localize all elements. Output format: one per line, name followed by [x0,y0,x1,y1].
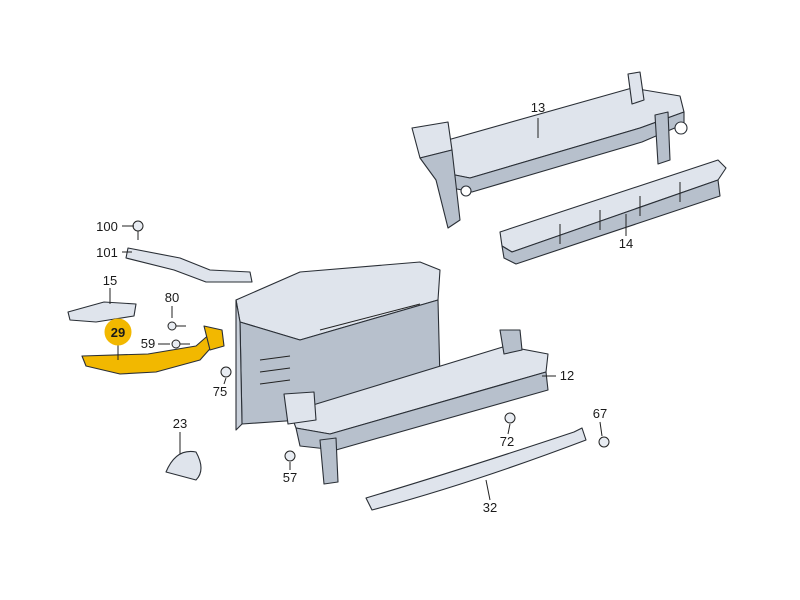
callout-15: 15 [103,273,117,288]
part-12-lower-beam [283,329,549,485]
part-32-trim-strip [365,427,587,511]
callout-14: 14 [619,236,633,251]
callout-29: 29 [111,325,125,340]
part-29-highlighted-bracket [81,325,225,375]
callout-101: 101 [96,245,118,260]
callout-32: 32 [483,500,497,515]
callout-57: 57 [283,470,297,485]
callout-67: 67 [593,406,607,421]
callout-75: 75 [213,384,227,399]
part-80-screw [167,321,186,331]
callout-23: 23 [173,416,187,431]
part-75-screw [220,366,232,378]
part-15-bracket-plate [67,301,137,323]
part-14-impact-absorber [499,159,727,265]
part-100-bolt [132,220,144,240]
callout-72: 72 [500,434,514,449]
part-59-screw [171,339,190,349]
part-23-cap [165,450,202,481]
callout-100: 100 [96,219,118,234]
callout-12: 12 [560,368,574,383]
leader-lines [109,118,627,501]
callout-80: 80 [165,290,179,305]
part-29-highlight-marker [104,318,132,346]
callout-13: 13 [531,100,545,115]
part-67-screw [598,436,610,448]
part-13-upper-beam [411,71,688,229]
part-72-screw [504,412,516,424]
part-57-screw [284,450,296,462]
callout-59: 59 [141,336,155,351]
part-101-seal-strip [125,247,253,283]
